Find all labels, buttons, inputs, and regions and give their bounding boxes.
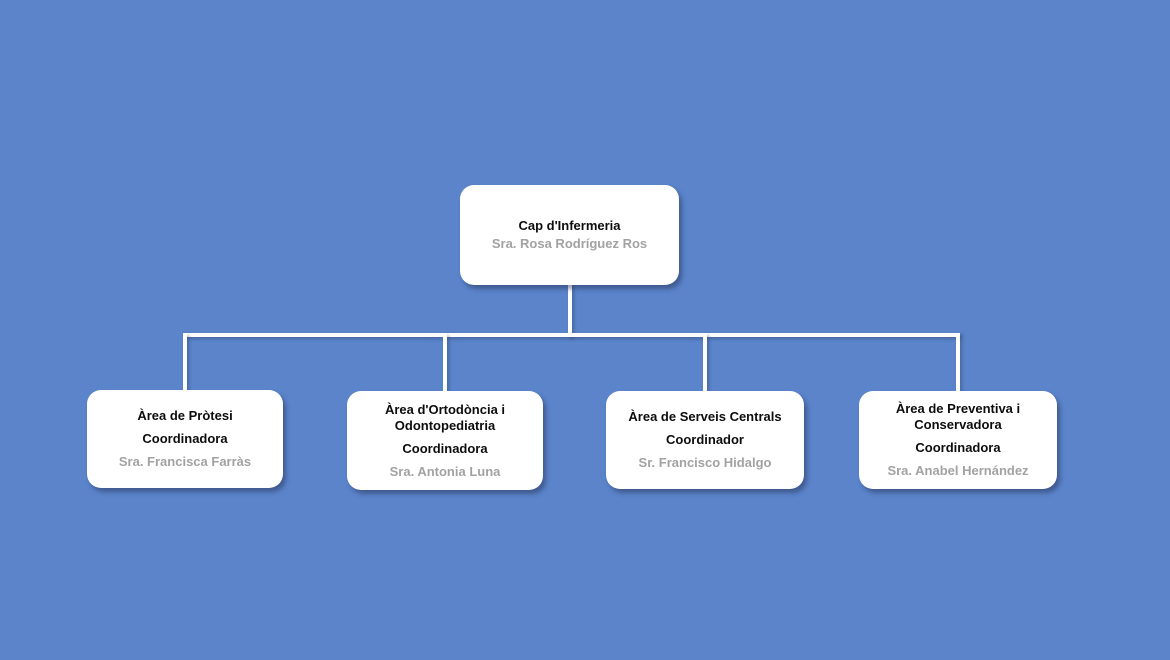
node-person-name: Sra. Antonia Luna (389, 463, 501, 479)
connector-horizontal (183, 333, 960, 337)
connector-drop-4 (956, 333, 960, 391)
node-role: Coordinadora (915, 440, 1001, 455)
connector-root-stem (568, 283, 572, 337)
node-title: Àrea de Preventiva i Conservadora (895, 401, 1021, 432)
node-person-name: Sr. Francisco Hidalgo (638, 455, 772, 470)
org-node-preventiva: Àrea de Preventiva i Conservadora Coordi… (859, 391, 1057, 489)
org-node-serveis-centrals: Àrea de Serveis Centrals Coordinador Sr.… (606, 391, 804, 489)
org-node-protesi: Àrea de Pròtesi Coordinadora Sra. Franci… (87, 390, 283, 488)
connector-drop-1 (183, 333, 187, 391)
node-title: Cap d'Infermeria (518, 218, 621, 233)
node-person-name: Sra. Francisca Farràs (118, 454, 252, 469)
node-role: Coordinadora (402, 440, 488, 456)
connector-drop-3 (703, 333, 707, 391)
node-title: Àrea de Serveis Centrals (628, 409, 782, 424)
connector-drop-2 (443, 333, 447, 391)
node-person-name: Sra. Rosa Rodríguez Ros (491, 236, 648, 251)
node-title: Àrea d'Ortodòncia i Odontopediatria (384, 401, 506, 433)
org-node-root: Cap d'Infermeria Sra. Rosa Rodríguez Ros (460, 185, 679, 285)
node-role: Coordinadora (142, 431, 228, 446)
node-role: Coordinador (666, 432, 744, 447)
node-title: Àrea de Pròtesi (137, 408, 233, 423)
node-person-name: Sra. Anabel Hernández (887, 463, 1029, 478)
org-node-ortodoncia: Àrea d'Ortodòncia i Odontopediatria Coor… (347, 391, 543, 490)
